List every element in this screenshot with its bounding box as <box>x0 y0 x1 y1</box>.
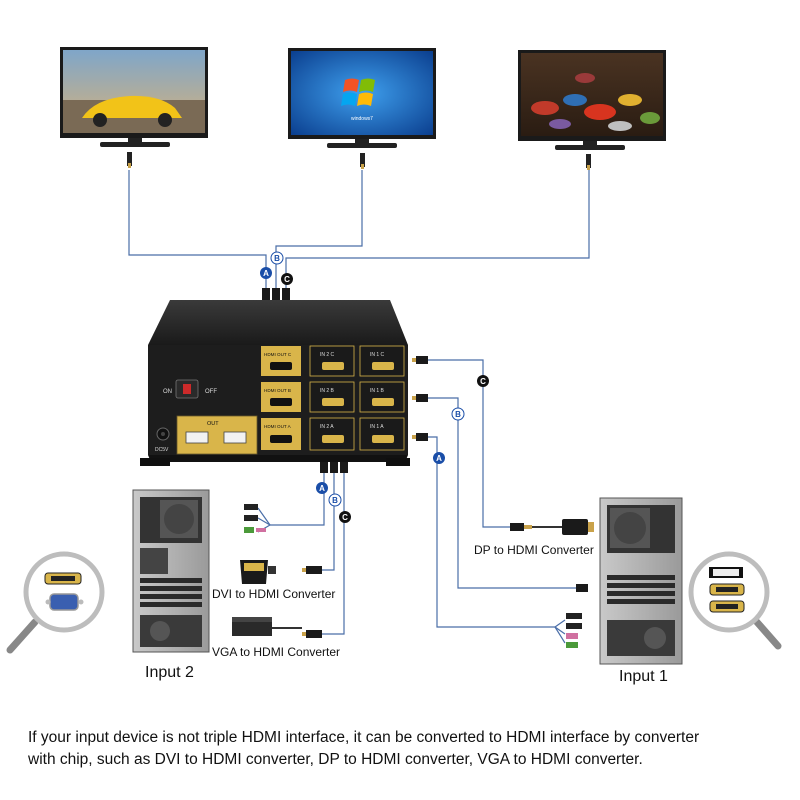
power-on-label: ON <box>163 389 172 395</box>
monitor-right <box>518 50 666 170</box>
dp-converter-icon <box>510 519 594 535</box>
in1-c-label: IN 1 C <box>370 352 385 358</box>
dvi-converter-icon <box>240 560 276 584</box>
in1-a-label: IN 1 A <box>370 424 384 430</box>
in1-b-label: IN 1 B <box>370 388 385 394</box>
in2-a-port[interactable] <box>309 417 355 451</box>
dc-label: DC5V <box>155 447 169 453</box>
in1-c-port[interactable] <box>359 345 405 377</box>
svg-text:A: A <box>436 454 442 463</box>
dp-converter-label: DP to HDMI Converter <box>474 543 594 557</box>
svg-text:B: B <box>274 254 280 263</box>
badge-in2-c: C <box>339 511 351 523</box>
hdmi-out-c-label: HDMI OUT C <box>264 352 292 357</box>
hdmi-out-b[interactable] <box>261 382 301 412</box>
power-switch[interactable] <box>175 379 199 399</box>
windows-text: windows7 <box>351 116 373 122</box>
magnifier-left-icon <box>6 551 105 654</box>
badge-in1-c: C <box>477 375 489 387</box>
svg-text:C: C <box>480 377 486 386</box>
dc-jack-icon <box>156 427 170 441</box>
badge-monitor-a: A <box>260 267 272 279</box>
in2-c-label: IN 2 C <box>320 352 335 358</box>
pc-tower-input-1 <box>599 497 683 665</box>
badge-monitor-c: C <box>281 273 293 285</box>
audio-usb-plugs-left-icon <box>244 504 266 533</box>
cable-monitor-c <box>285 170 590 290</box>
cable-in1-a <box>428 436 555 628</box>
magnifier-right-icon <box>688 551 782 650</box>
caption-line-2: with chip, such as DVI to HDMI converter… <box>28 751 643 768</box>
usb-out-label: OUT <box>207 421 219 427</box>
badge-in1-a: A <box>433 452 445 464</box>
cable-monitor-a <box>128 170 267 290</box>
badge-in2-b: B <box>328 493 342 507</box>
power-off-label: OFF <box>205 389 217 395</box>
svg-text:B: B <box>332 496 338 505</box>
usb-port-1[interactable] <box>185 431 209 444</box>
svg-text:C: C <box>342 513 348 522</box>
hdmi-out-c[interactable] <box>261 346 301 376</box>
input-2-label: Input 2 <box>145 664 194 681</box>
badge-in1-b: B <box>451 407 465 421</box>
pc-tower-input-2 <box>132 489 210 653</box>
badge-monitor-b: B <box>270 251 284 265</box>
cable-in1-b <box>428 397 578 589</box>
cable-in2-c <box>322 470 345 635</box>
cable-in1-c <box>428 359 510 528</box>
svg-text:A: A <box>263 269 269 278</box>
kvm-switch: ON OFF DC5V OUT HDMI OUT C HDMI OUT B HD… <box>140 300 410 466</box>
in2-b-port[interactable] <box>309 381 355 413</box>
svg-text:A: A <box>319 484 325 493</box>
svg-text:B: B <box>455 410 461 419</box>
caption-line-1: If your input device is not triple HDMI … <box>28 729 700 746</box>
hdmi-out-a[interactable] <box>261 418 301 450</box>
cable-in2-a <box>270 470 325 526</box>
in2-b-label: IN 2 B <box>320 388 335 394</box>
svg-text:C: C <box>284 275 290 284</box>
dvi-converter-label: DVI to HDMI Converter <box>212 587 336 601</box>
hdmi-out-b-label: HDMI OUT B <box>264 388 291 393</box>
monitor-center: windows7 <box>288 48 436 169</box>
caption: If your input device is not triple HDMI … <box>28 727 780 771</box>
audio-usb-plugs-right-icon <box>566 613 582 648</box>
badge-in2-a: A <box>316 482 328 494</box>
cable-monitor-b <box>275 170 363 290</box>
monitor-left <box>60 47 208 168</box>
in2-c-port[interactable] <box>309 345 355 377</box>
hdmi-out-a-label: HDMI OUT A <box>264 424 292 429</box>
usb-port-2[interactable] <box>223 431 247 444</box>
input-1-label: Input 1 <box>619 668 668 685</box>
vga-converter-label: VGA to HDMI Converter <box>212 645 341 659</box>
cable-badges: A B C C B A A B C <box>260 251 489 523</box>
in2-a-label: IN 2 A <box>320 424 334 430</box>
windows-logo-icon <box>341 78 375 106</box>
vga-converter-icon <box>232 617 302 636</box>
in1-b-port[interactable] <box>359 381 405 413</box>
in1-a-port[interactable] <box>359 417 405 451</box>
